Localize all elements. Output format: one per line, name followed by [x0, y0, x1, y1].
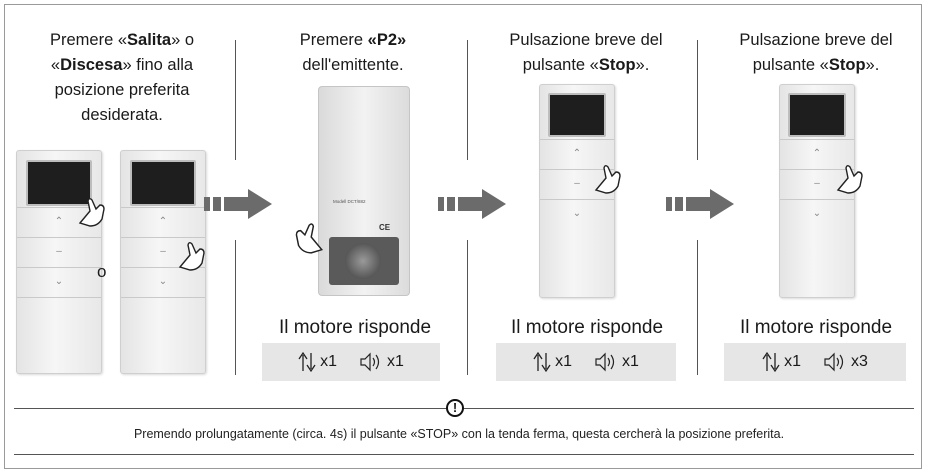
remote-stop-key: –: [780, 169, 854, 199]
remote-back: Modell DCT/882 CE: [318, 86, 410, 296]
alternative-label: o: [97, 262, 107, 281]
remote-stop-step3: ⌃ – ⌄: [539, 84, 615, 298]
speaker-icon: [824, 352, 844, 372]
hand-pointer-icon: [594, 165, 621, 194]
up-down-arrows-icon: [533, 351, 551, 373]
remote-stop-key: –: [121, 237, 205, 267]
hand-pointer-icon: [836, 165, 863, 194]
speaker-icon: [360, 352, 380, 372]
alert-icon: !: [446, 399, 464, 417]
remote-stop-key: –: [540, 169, 614, 199]
hand-pointer-icon: [178, 242, 205, 271]
remote-screen: [130, 160, 196, 206]
motion-count: x1: [555, 353, 572, 370]
sound-count: x1: [622, 353, 639, 370]
remote-screen: [26, 160, 92, 206]
flow-arrow-1: [204, 189, 272, 219]
note-text: Premendo prolungatamente (circa. 4s) il …: [133, 427, 785, 441]
remote-screen: [788, 93, 846, 137]
hand-pointer-icon: [78, 198, 105, 227]
response-box-1: x1 x1: [262, 343, 440, 381]
remote-screen: [548, 93, 606, 137]
up-down-arrows-icon: [762, 351, 780, 373]
divider-2: [467, 40, 468, 160]
response-label-1: Il motore risponde: [278, 317, 432, 338]
response-label-3: Il motore risponde: [739, 317, 893, 338]
remote-up: ⌃ – ⌄: [16, 150, 102, 374]
remote-stop-key: –: [17, 237, 101, 267]
hand-pointer-icon: [295, 223, 324, 254]
remote-down-key: ⌄: [121, 267, 205, 297]
remote-up-key: ⌃: [780, 139, 854, 169]
remote-spacer: [17, 297, 101, 298]
divider-1b: [235, 240, 236, 375]
flow-arrow-3: [666, 189, 734, 219]
remote-model-label: Modell DCT/882: [333, 199, 366, 204]
remote-spacer: [121, 297, 205, 298]
motion-count: x1: [784, 353, 801, 370]
response-box-3: x1 x3: [724, 343, 906, 381]
divider-3: [697, 40, 698, 160]
step-4-text: Pulsazione breve del pulsante «Stop».: [739, 31, 893, 74]
step-1-text: Premere «Salita» o «Discesa» fino alla p…: [50, 31, 194, 124]
battery-compartment: [329, 237, 399, 285]
motion-count: x1: [320, 353, 337, 370]
divider-1: [235, 40, 236, 160]
sound-count: x3: [851, 353, 868, 370]
remote-up-key: ⌃: [17, 207, 101, 237]
response-box-2: x1 x1: [496, 343, 676, 381]
speaker-icon: [595, 352, 615, 372]
coin-battery: [345, 243, 381, 279]
note-divider-top: [14, 408, 914, 409]
remote-up-key: ⌃: [540, 139, 614, 169]
remote-down-key: ⌄: [540, 199, 614, 229]
divider-2b: [467, 240, 468, 375]
sound-count: x1: [387, 353, 404, 370]
step-2-text: Premere «P2» dell'emittente.: [299, 31, 407, 74]
remote-up-key: ⌃: [121, 207, 205, 237]
flow-arrow-2: [438, 189, 506, 219]
remote-down-key: ⌄: [780, 199, 854, 229]
diagram-frame: [4, 4, 922, 469]
note-divider-bottom: [14, 454, 914, 455]
ce-mark: CE: [379, 223, 391, 232]
divider-3b: [697, 240, 698, 375]
step-3-text: Pulsazione breve del pulsante «Stop».: [509, 31, 663, 74]
remote-down-key: ⌄: [17, 267, 101, 297]
response-label-2: Il motore risponde: [510, 317, 664, 338]
up-down-arrows-icon: [298, 351, 316, 373]
